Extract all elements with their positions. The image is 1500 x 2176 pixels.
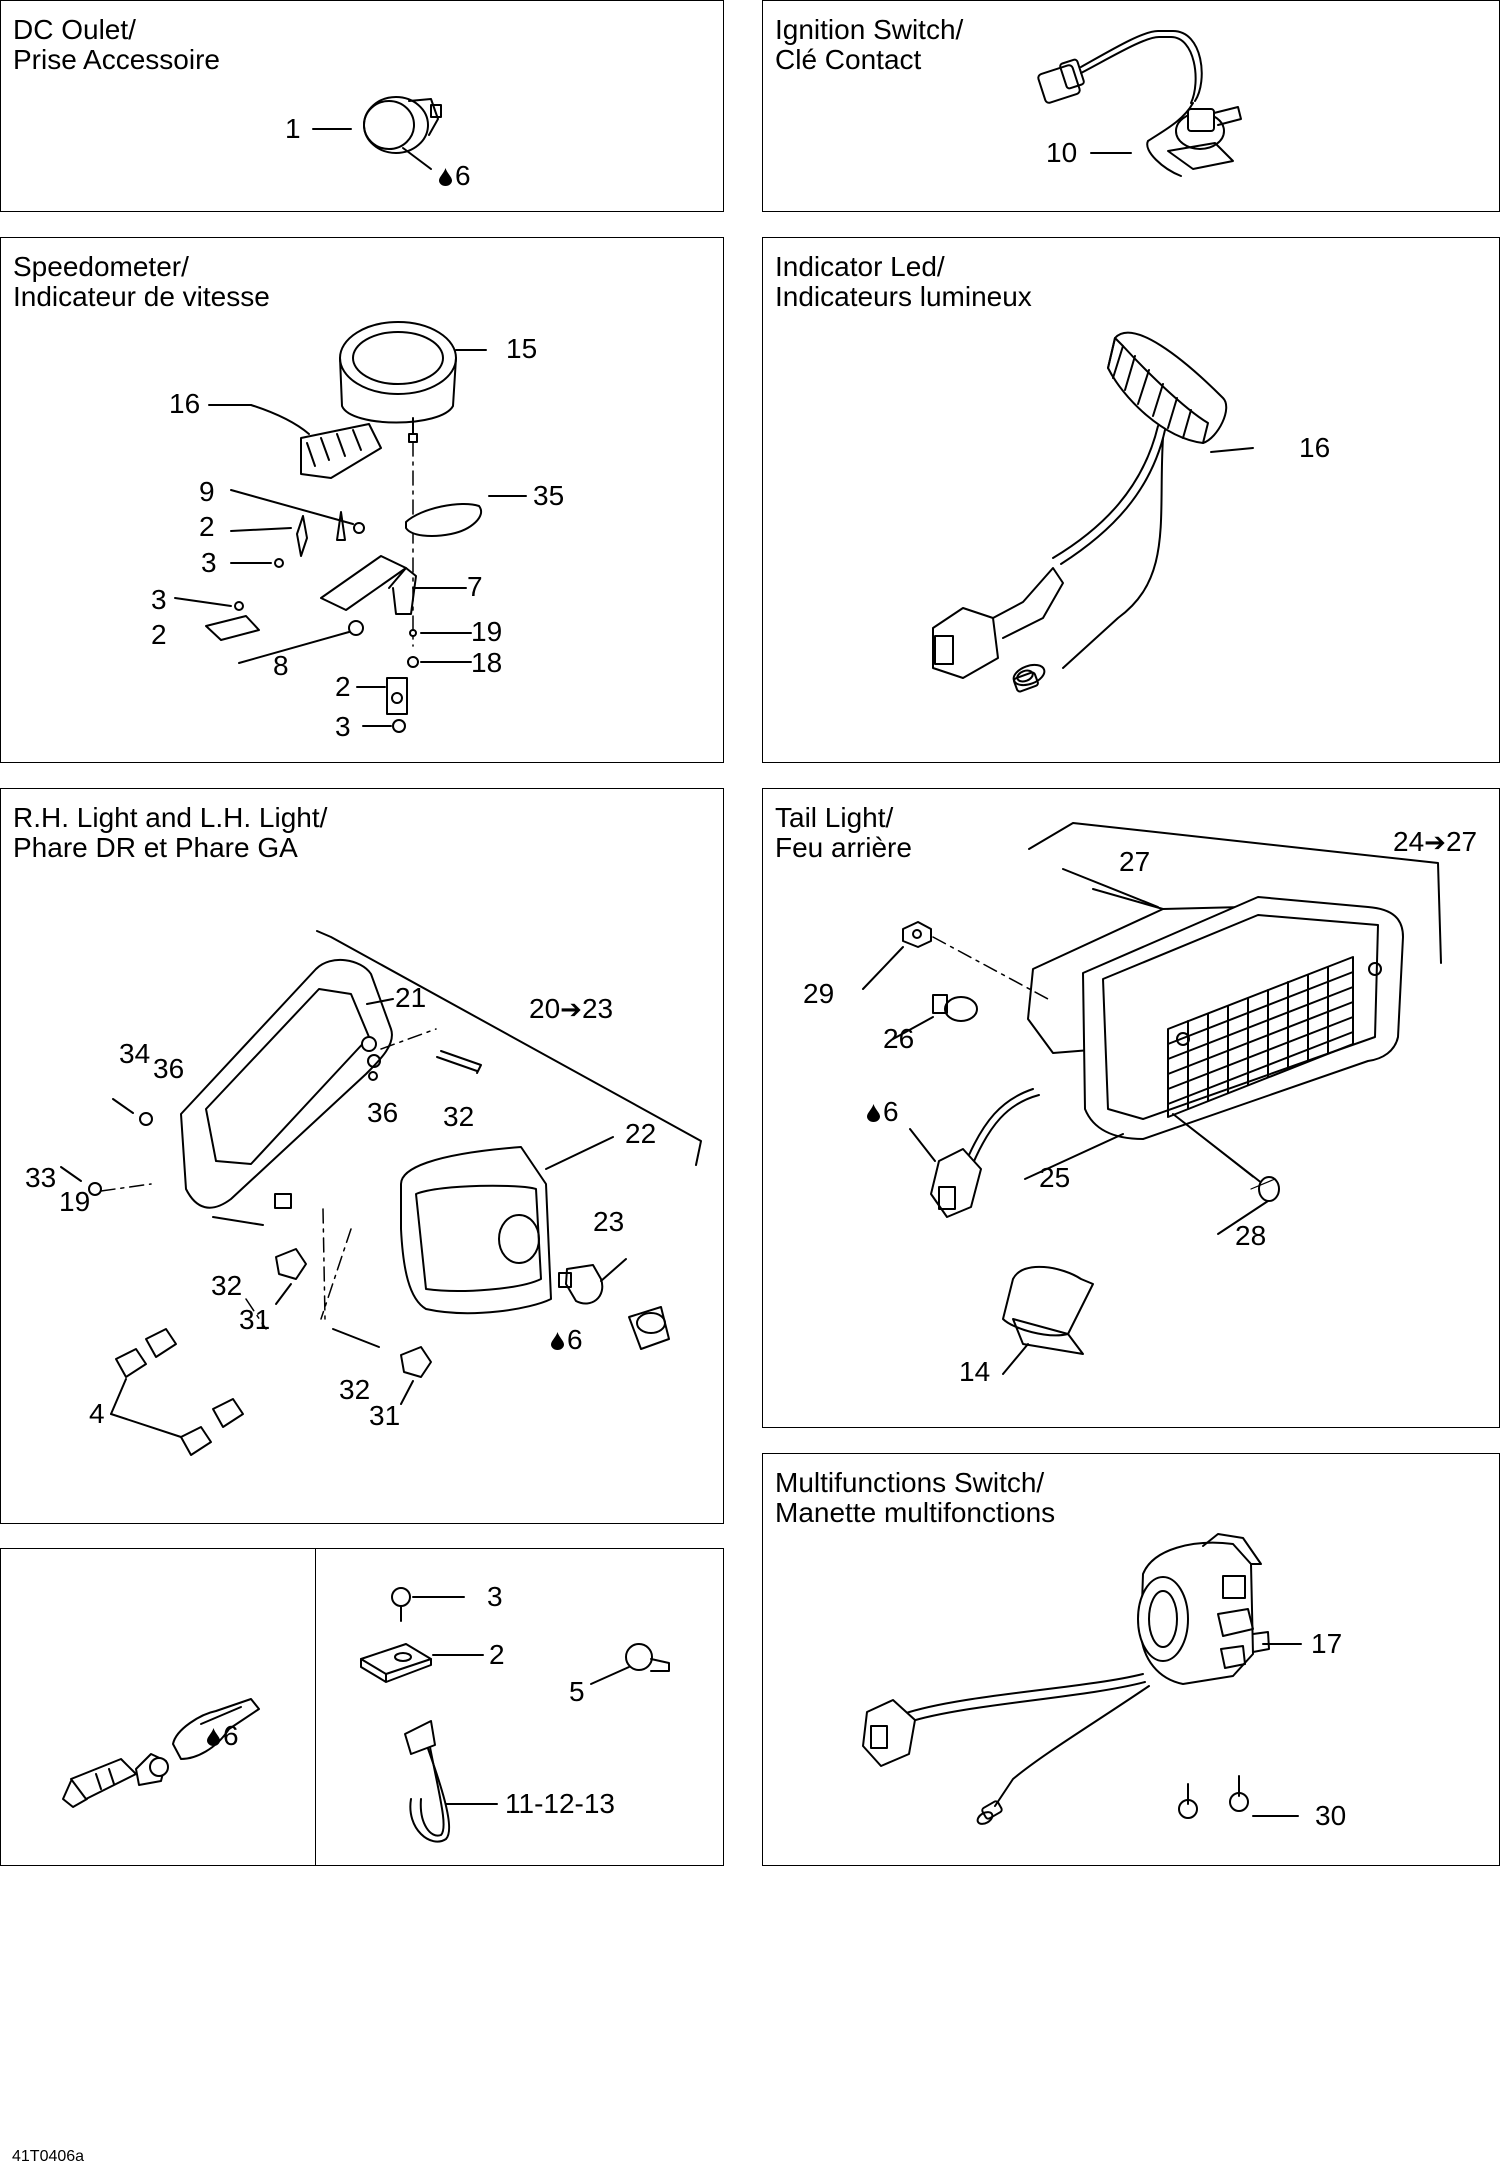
callout-2: 2 [199,511,215,542]
callout-2b: 2 [151,619,167,650]
callout-19: 19 [471,616,503,647]
oil-drop-icon [207,1722,220,1746]
callout-9: 9 [199,476,215,507]
indicator-led-illustration [932,331,1254,693]
callout-10: 10 [1046,137,1078,168]
drawing-code: 41T0406a [12,2148,85,2165]
callout-26: 26 [883,1023,915,1054]
callout-25: 25 [1039,1162,1071,1193]
callout-15: 15 [506,333,538,364]
panel-title: Multifunctions Switch/Manette multifonct… [775,1467,1056,1528]
callout-22: 22 [625,1118,657,1149]
callout-6: 6 [867,1097,899,1127]
ignition-switch-illustration [1037,30,1242,177]
callout-1: 1 [285,113,301,144]
callout-2c: 2 [335,671,351,702]
callout-24-27: 24➔27 [1393,826,1478,858]
callout-36: 36 [153,1053,185,1084]
panel-indicator-led: Indicator Led/Indicateurs lumineux 16 [762,237,1500,763]
callout-29: 29 [803,978,835,1009]
range-arrow-icon: ➔ [1424,827,1446,857]
callout-3: 3 [487,1581,503,1612]
panel-title: Indicator Led/Indicateurs lumineux [775,251,1032,312]
callout-31: 31 [239,1304,271,1335]
callout-35: 35 [533,480,565,511]
callout-5: 5 [569,1676,585,1707]
panel-divider [315,1549,316,1865]
panel-dc-outlet: DC Oulet/Prise Accessoire 1 6 [0,0,724,212]
callout-20-23: 20➔23 [529,993,614,1025]
callout-3: 3 [201,547,217,578]
panel-title: R.H. Light and L.H. Light/Phare DR et Ph… [13,802,328,863]
panel-headlights: R.H. Light and L.H. Light/Phare DR et Ph… [0,788,724,1524]
callout-23: 23 [593,1206,625,1237]
panel-ignition-switch: Ignition Switch/Clé Contact 10 [762,0,1500,212]
panel-title: Tail Light/Feu arrière [775,802,912,863]
callout-32: 32 [443,1101,475,1132]
panel-title: DC Oulet/Prise Accessoire [13,14,220,75]
callout-8: 8 [273,650,289,681]
callout-28: 28 [1235,1220,1267,1251]
callout-2: 2 [489,1639,505,1670]
callout-4: 4 [89,1398,105,1429]
callout-3c: 3 [335,711,351,742]
callout-17: 17 [1311,1628,1343,1659]
callout-36b: 36 [367,1097,399,1128]
hardware-illustration [62,1587,670,1843]
panel-tail-light: Tail Light/Feu arrière [762,788,1500,1428]
callout-16: 16 [1299,432,1331,463]
oil-drop-icon [439,162,452,186]
callout-32b: 32 [211,1270,243,1301]
dc-outlet-illustration [312,96,442,170]
oil-drop-icon [867,1098,880,1122]
callout-31b: 31 [369,1400,401,1431]
callout-11-12-13: 11-12-13 [505,1788,616,1819]
headlight-illustration [60,930,702,1456]
callout-32c: 32 [339,1374,371,1405]
tail-light-illustration [862,822,1442,1375]
callout-6: 6 [207,1721,239,1751]
callout-27: 27 [1119,846,1151,877]
multifunction-switch-illustration [862,1533,1302,1825]
callout-34: 34 [119,1038,151,1069]
callout-33: 33 [25,1162,57,1193]
panel-speedometer: Speedometer/Indicateur de vitesse [0,237,724,763]
callout-3b: 3 [151,584,167,615]
callout-14: 14 [959,1356,991,1387]
callout-18: 18 [471,647,503,678]
range-arrow-icon: ➔ [560,994,582,1024]
oil-drop-icon [551,1326,564,1350]
callout-21: 21 [395,982,427,1013]
callout-16: 16 [169,388,201,419]
callout-19: 19 [59,1186,91,1217]
panel-multifunctions-switch: Multifunctions Switch/Manette multifonct… [762,1453,1500,1866]
callout-7: 7 [467,571,483,602]
callout-30: 30 [1315,1800,1347,1831]
callout-6: 6 [551,1325,583,1355]
panel-hardware: 6 3 2 5 11-12-13 [0,1548,724,1866]
panel-title: Speedometer/Indicateur de vitesse [13,251,270,312]
panel-title: Ignition Switch/Clé Contact [775,14,964,75]
speedometer-illustration [174,321,527,733]
callout-6: 6 [439,161,471,191]
